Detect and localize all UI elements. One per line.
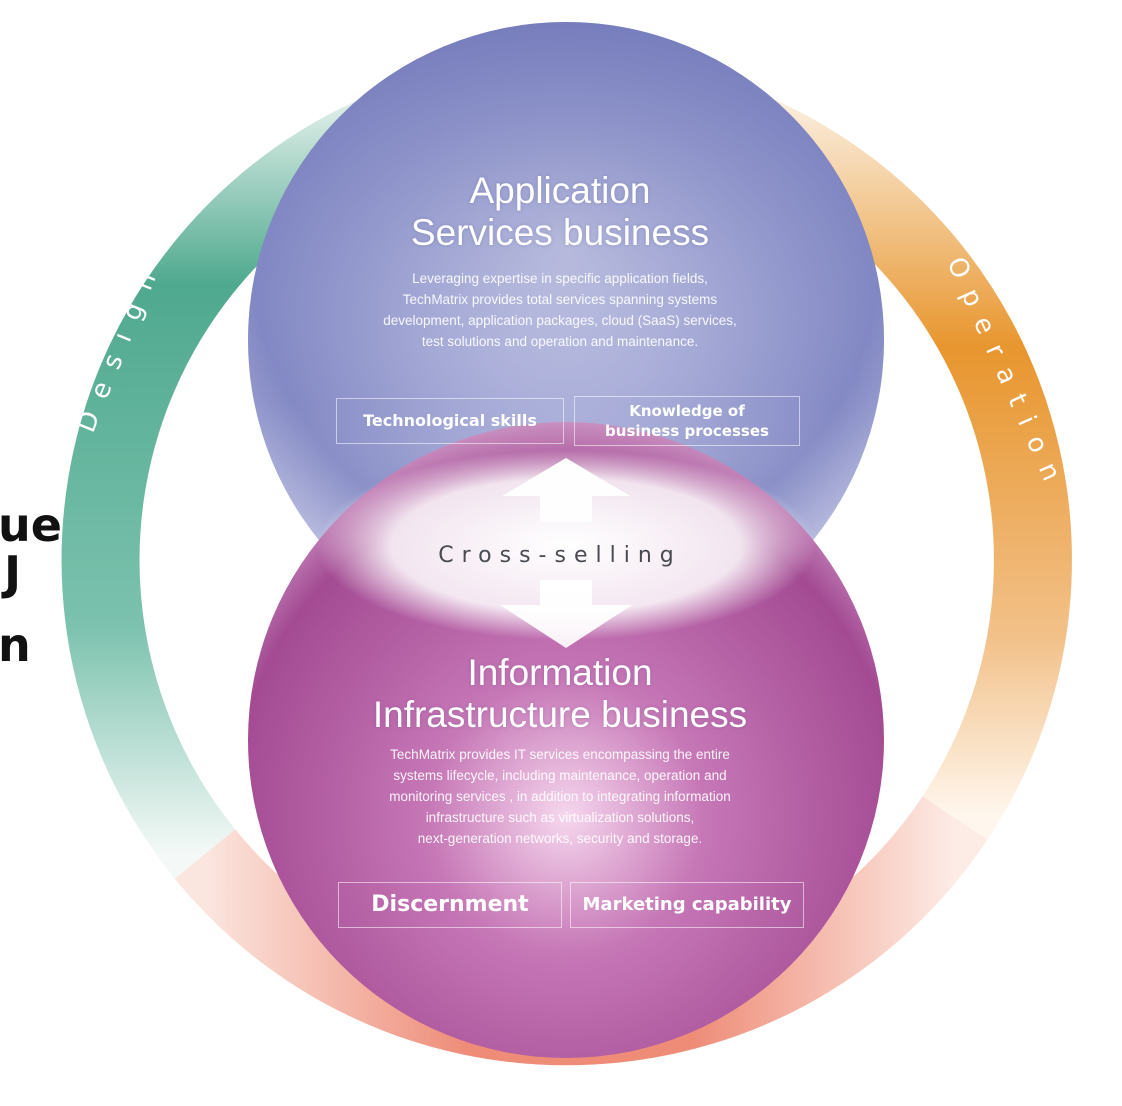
application-desc-line: development, application packages, cloud… [383,313,737,328]
application-description: Leveraging expertise in specific applica… [300,268,820,352]
application-desc-line: Leveraging expertise in specific applica… [412,271,708,286]
infrastructure-description: TechMatrix provides IT services encompas… [300,744,820,849]
side-text-line-3: n [0,618,31,672]
side-text-line-2: J [4,546,22,600]
application-title: Application Services business [300,170,820,254]
down-arrow [500,580,632,648]
infrastructure-title-line-1: Information [467,652,653,693]
marketing-capability-badge: Marketing capability [570,882,804,928]
application-desc-line: test solutions and operation and mainten… [421,334,699,349]
discernment-badge: Discernment [338,882,562,928]
infrastructure-title: Information Infrastructure business [300,652,820,736]
application-title-line-2: Services business [410,212,710,253]
infrastructure-title-line-2: Infrastructure business [372,694,748,735]
infrastructure-desc-line: TechMatrix provides IT services encompas… [390,747,730,762]
application-title-line-1: Application [469,170,651,211]
infrastructure-desc-line: infrastructure such as virtualization so… [425,810,695,825]
application-desc-line: TechMatrix provides total services spann… [402,292,718,307]
business-processes-line-1: Knowledge of [629,402,745,420]
sphere-waist-glow [316,450,816,640]
side-text-line-1: ue [0,498,62,552]
technological-skills-badge: Technological skills [336,398,564,444]
integration-label: Integration [373,1058,759,1093]
up-arrow [502,458,630,522]
business-processes-badge: Knowledge of business processes [574,396,800,446]
cross-selling-label: Cross-selling [438,543,682,568]
infrastructure-desc-line: next-generation networks, security and s… [417,831,703,846]
infrastructure-desc-line: systems lifecycle, including maintenance… [393,768,727,783]
business-processes-line-2: business processes [605,422,769,440]
infrastructure-desc-line: monitoring services , in addition to int… [389,789,731,804]
